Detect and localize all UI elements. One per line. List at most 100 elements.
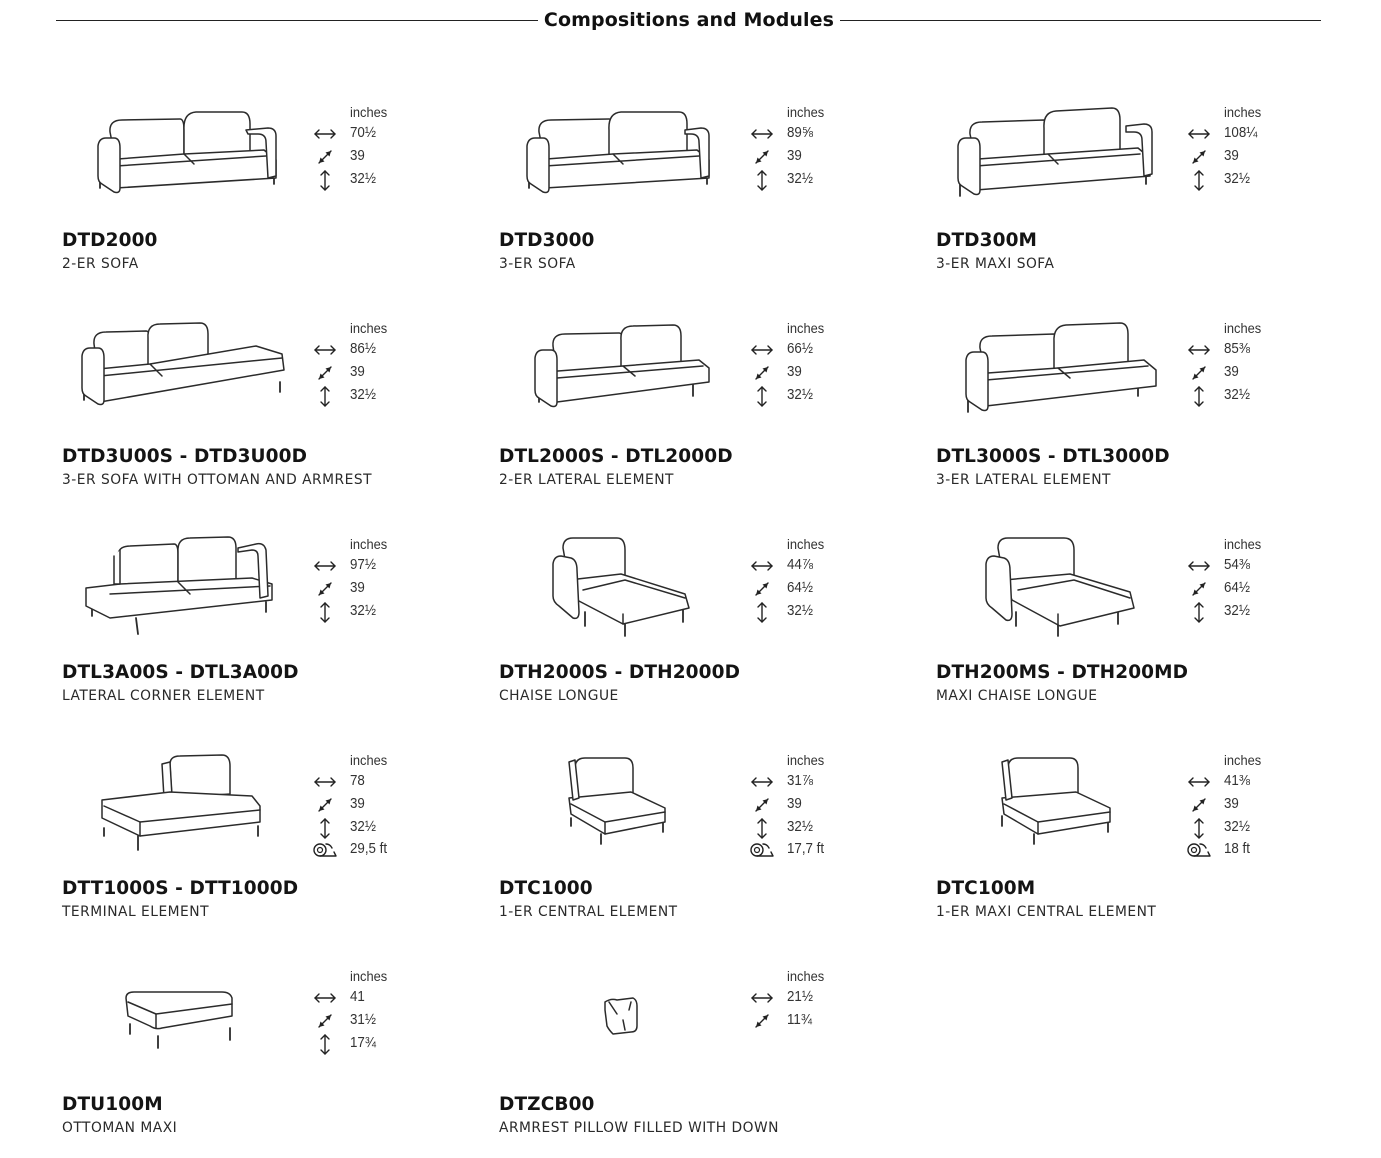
width-value: 108¼	[1224, 125, 1258, 141]
depth-value: 11¾	[787, 1012, 812, 1028]
width-row: 78	[312, 771, 452, 791]
module-description: LATERAL CORNER ELEMENT	[62, 688, 265, 704]
width-row: 41	[312, 987, 452, 1007]
module-code: DTH200MS - DTH200MD	[936, 662, 1189, 683]
height-value: 32½	[787, 603, 813, 619]
unit-label: inches	[1224, 104, 1262, 120]
width-arrow-icon	[314, 777, 336, 787]
depth-row: 31½	[312, 1010, 452, 1030]
module-card: inches 21½ 11¾ DTZCB00 ARMREST PILLOW FI…	[499, 968, 929, 1158]
ottoman-illustration	[76, 968, 316, 1088]
depth-value: 39	[787, 796, 802, 812]
module-description: 3-ER SOFA WITH OTTOMAN AND ARMREST	[62, 472, 373, 488]
width-value: 21½	[787, 989, 813, 1005]
depth-row: 64½	[1186, 578, 1326, 598]
width-arrow-icon	[751, 561, 773, 571]
depth-row: 39	[1186, 794, 1326, 814]
module-card: inches 41 31½ 17¾ DTU100M OTTOMAN MAXI	[62, 968, 492, 1158]
module-code: DTU100M	[62, 1094, 163, 1115]
sofa-illustration	[76, 320, 316, 440]
width-value: 41⅜	[1224, 773, 1250, 789]
sofa-illustration	[76, 536, 316, 656]
height-row: 32½	[312, 817, 452, 839]
sofa-illustration	[513, 536, 753, 656]
depth-arrow-icon	[755, 582, 769, 596]
unit-label: inches	[787, 536, 825, 552]
depth-row: 39	[749, 794, 889, 814]
module-code: DTT1000S - DTT1000D	[62, 878, 299, 899]
module-code: DTL3000S - DTL3000D	[936, 446, 1170, 467]
height-value: 32½	[350, 171, 376, 187]
height-row: 32½	[1186, 817, 1326, 839]
depth-arrow-icon	[755, 366, 769, 380]
fabric-row: 29,5 ft	[312, 839, 452, 859]
height-row: 32½	[749, 385, 889, 407]
unit-label: inches	[350, 104, 388, 120]
height-value: 32½	[787, 819, 813, 835]
height-arrow-icon	[1194, 170, 1204, 191]
height-row: 32½	[312, 385, 452, 407]
sofa-illustration	[76, 104, 316, 224]
depth-value: 39	[1224, 148, 1239, 164]
width-row: 41⅜	[1186, 771, 1326, 791]
header-rule-right	[840, 20, 1321, 21]
width-row: 89⅝	[749, 123, 889, 143]
depth-value: 64½	[1224, 580, 1250, 596]
module-card: inches 89⅝ 39 32½ DTD3000 3-ER SOFA	[499, 104, 929, 304]
depth-arrow-icon	[318, 366, 332, 380]
unit-label: inches	[787, 320, 825, 336]
depth-value: 64½	[787, 580, 813, 596]
depth-arrow-icon	[1192, 582, 1206, 596]
width-value: 85⅜	[1224, 341, 1250, 357]
depth-value: 39	[1224, 364, 1239, 380]
fabric-roll-icon	[1187, 843, 1211, 857]
width-arrow-icon	[1188, 561, 1210, 571]
module-description: 3-ER SOFA	[499, 256, 576, 272]
width-arrow-icon	[751, 345, 773, 355]
depth-row: 39	[312, 578, 452, 598]
width-value: 54⅜	[1224, 557, 1250, 573]
module-card: inches 108¼ 39 32½ DTD300M 3-ER MAXI SOF…	[936, 104, 1366, 304]
width-value: 70½	[350, 125, 376, 141]
width-arrow-icon	[314, 993, 336, 1003]
sofa-illustration	[513, 104, 753, 224]
module-code: DTD3000	[499, 230, 595, 251]
width-value: 31⅞	[787, 773, 813, 789]
fabric-row: 18 ft	[1186, 839, 1326, 859]
fabric-row: 17,7 ft	[749, 839, 889, 859]
height-row: 32½	[312, 169, 452, 191]
module-card: inches 54⅜ 64½ 32½ DTH200MS - DTH200MD M…	[936, 536, 1366, 736]
sofa-illustration	[513, 752, 753, 872]
depth-row: 39	[1186, 362, 1326, 382]
fabric-value: 18 ft	[1224, 841, 1250, 857]
module-description: 1-ER MAXI CENTRAL ELEMENT	[936, 904, 1157, 920]
module-description: OTTOMAN MAXI	[62, 1120, 178, 1136]
height-value: 32½	[1224, 387, 1250, 403]
module-code: DTL2000S - DTL2000D	[499, 446, 733, 467]
depth-row: 64½	[749, 578, 889, 598]
height-value: 32½	[787, 171, 813, 187]
module-card: inches 70½ 39 32½ DTD2000 2-ER SOFA	[62, 104, 492, 304]
height-arrow-icon	[320, 818, 330, 839]
unit-label: inches	[350, 320, 388, 336]
height-row: 32½	[749, 817, 889, 839]
width-value: 41	[350, 989, 365, 1005]
width-arrow-icon	[751, 777, 773, 787]
width-row: 108¼	[1186, 123, 1326, 143]
module-card: inches 41⅜ 39 32½ 18 ft DTC100M 1-ER MAX…	[936, 752, 1366, 952]
width-arrow-icon	[751, 129, 773, 139]
width-value: 44⅞	[787, 557, 813, 573]
module-code: DTD300M	[936, 230, 1038, 251]
height-arrow-icon	[757, 602, 767, 623]
height-arrow-icon	[320, 1034, 330, 1055]
height-arrow-icon	[320, 170, 330, 191]
module-card: inches 85⅜ 39 32½ DTL3000S - DTL3000D 3-…	[936, 320, 1366, 520]
width-row: 31⅞	[749, 771, 889, 791]
module-code: DTC1000	[499, 878, 593, 899]
height-row: 32½	[749, 601, 889, 623]
width-arrow-icon	[1188, 129, 1210, 139]
module-code: DTH2000S - DTH2000D	[499, 662, 741, 683]
width-row: 70½	[312, 123, 452, 143]
depth-value: 39	[1224, 796, 1239, 812]
height-arrow-icon	[1194, 602, 1204, 623]
